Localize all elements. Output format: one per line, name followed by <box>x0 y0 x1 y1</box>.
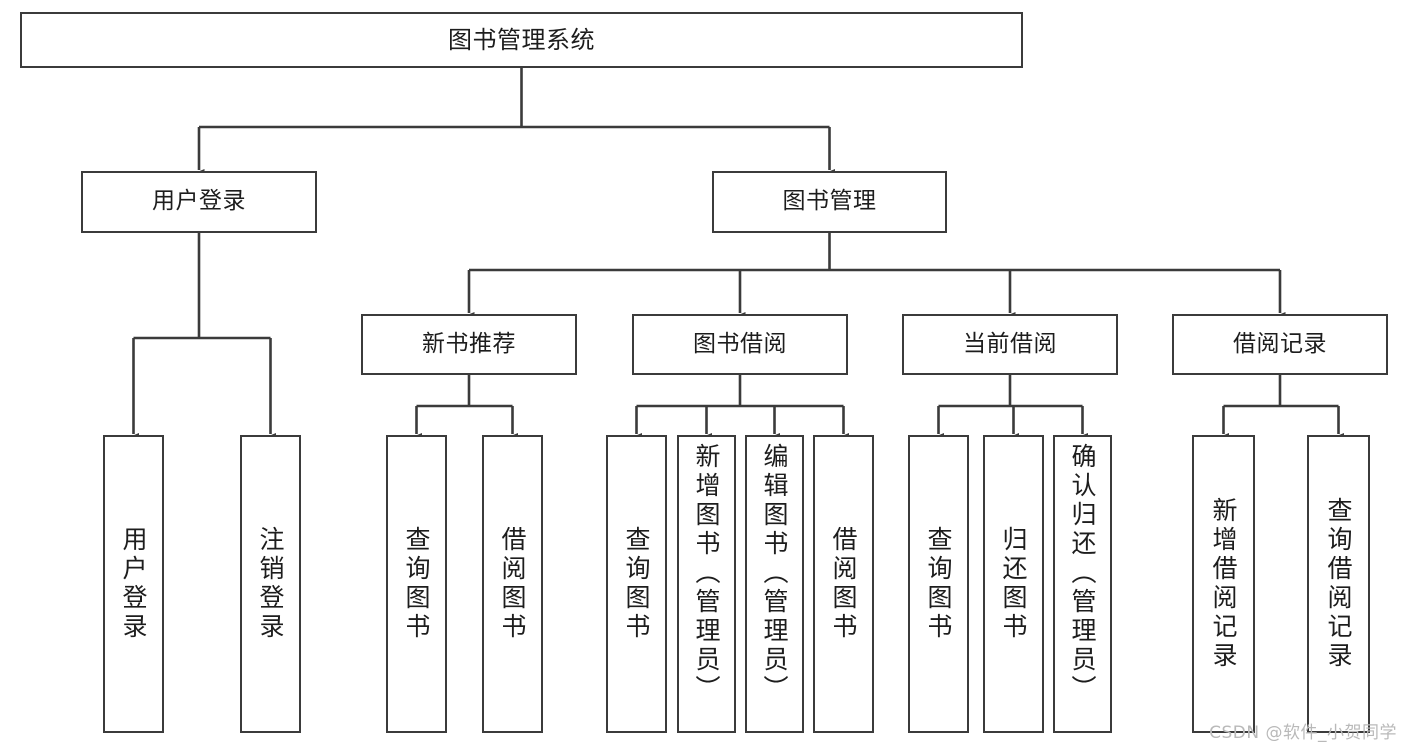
node-leaf-cur-query[interactable]: 查询图书 <box>908 435 969 733</box>
node-new-book-rec[interactable]: 新书推荐 <box>361 314 577 375</box>
node-label: 当前借阅 <box>963 330 1057 357</box>
node-root[interactable]: 图书管理系统 <box>20 12 1023 68</box>
node-leaf-rec-borrow[interactable]: 借阅图书 <box>482 435 543 733</box>
node-borrow-record[interactable]: 借阅记录 <box>1172 314 1388 375</box>
node-label: 查询借阅记录 <box>1324 497 1353 671</box>
node-current-borrow[interactable]: 当前借阅 <box>902 314 1118 375</box>
node-label: 新书推荐 <box>422 330 516 357</box>
node-leaf-rec-query[interactable]: 查询图书 <box>386 435 447 733</box>
node-leaf-rcd-query[interactable]: 查询借阅记录 <box>1307 435 1370 733</box>
node-label: 图书管理 <box>782 188 877 215</box>
node-label: 编辑图书（管理员） <box>760 443 789 704</box>
node-user-login[interactable]: 用户登录 <box>81 171 317 233</box>
node-label: 归还图书 <box>999 526 1028 642</box>
node-leaf-user-logout[interactable]: 注销登录 <box>240 435 301 733</box>
node-leaf-rcd-add[interactable]: 新增借阅记录 <box>1192 435 1255 733</box>
node-label: 查询图书 <box>622 526 651 642</box>
node-leaf-borrow-query[interactable]: 查询图书 <box>606 435 667 733</box>
watermark: CSDN @软件_小贺同学 <box>1209 723 1397 743</box>
node-leaf-cur-return[interactable]: 归还图书 <box>983 435 1044 733</box>
node-book-mgmt[interactable]: 图书管理 <box>712 171 947 233</box>
node-label: 借阅记录 <box>1233 330 1327 357</box>
node-label: 新增图书（管理员） <box>692 443 721 704</box>
node-leaf-borrow-edit[interactable]: 编辑图书（管理员） <box>745 435 804 733</box>
node-label: 新增借阅记录 <box>1209 497 1238 671</box>
node-label: 借阅图书 <box>498 526 527 642</box>
node-label: 查询图书 <box>924 526 953 642</box>
node-label: 图书借阅 <box>693 330 787 357</box>
node-label: 查询图书 <box>402 526 431 642</box>
node-label: 用户登录 <box>152 188 246 215</box>
node-label: 借阅图书 <box>829 526 858 642</box>
node-leaf-borrow-lend[interactable]: 借阅图书 <box>813 435 874 733</box>
node-label: 图书管理系统 <box>448 25 595 54</box>
node-book-borrow[interactable]: 图书借阅 <box>632 314 848 375</box>
node-label: 确认归还（管理员） <box>1068 443 1097 704</box>
node-label: 注销登录 <box>256 526 285 642</box>
node-leaf-borrow-add[interactable]: 新增图书（管理员） <box>677 435 736 733</box>
node-label: 用户登录 <box>119 526 148 642</box>
node-leaf-cur-confirm[interactable]: 确认归还（管理员） <box>1053 435 1112 733</box>
node-leaf-user-login[interactable]: 用户登录 <box>103 435 164 733</box>
